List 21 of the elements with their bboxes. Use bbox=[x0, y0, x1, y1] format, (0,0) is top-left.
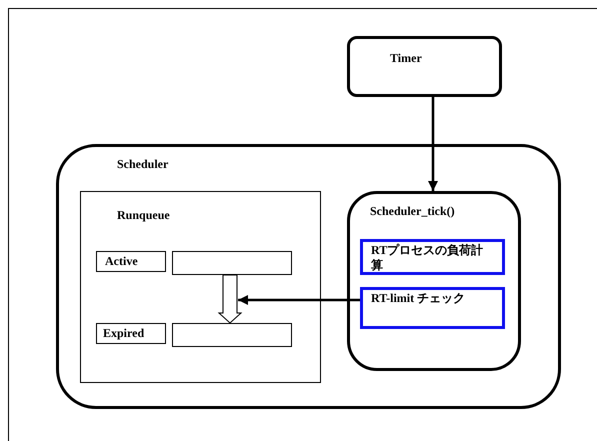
scheduler-box bbox=[56, 144, 561, 409]
box-heading: Runqueue bbox=[117, 208, 171, 223]
box-text: Expired bbox=[103, 326, 146, 341]
array-box bbox=[172, 323, 292, 347]
timer-box bbox=[347, 36, 502, 97]
box-text: RT-limit チェック bbox=[371, 291, 466, 306]
block-arrow bbox=[218, 274, 242, 324]
step-box bbox=[360, 239, 505, 275]
box-text: Active bbox=[105, 254, 139, 269]
arrow bbox=[428, 97, 438, 191]
label-box bbox=[96, 251, 166, 272]
runqueue-box bbox=[80, 191, 321, 383]
arrow bbox=[238, 295, 360, 305]
box-text: RTプロセスの負荷計算 bbox=[371, 243, 484, 273]
array-box bbox=[172, 251, 292, 275]
function-box bbox=[347, 191, 521, 371]
label-box bbox=[96, 323, 166, 344]
step-box bbox=[360, 287, 505, 329]
box-heading: Scheduler bbox=[117, 157, 170, 172]
box-heading: Scheduler_tick() bbox=[370, 204, 456, 219]
box-heading: Timer bbox=[390, 51, 423, 66]
